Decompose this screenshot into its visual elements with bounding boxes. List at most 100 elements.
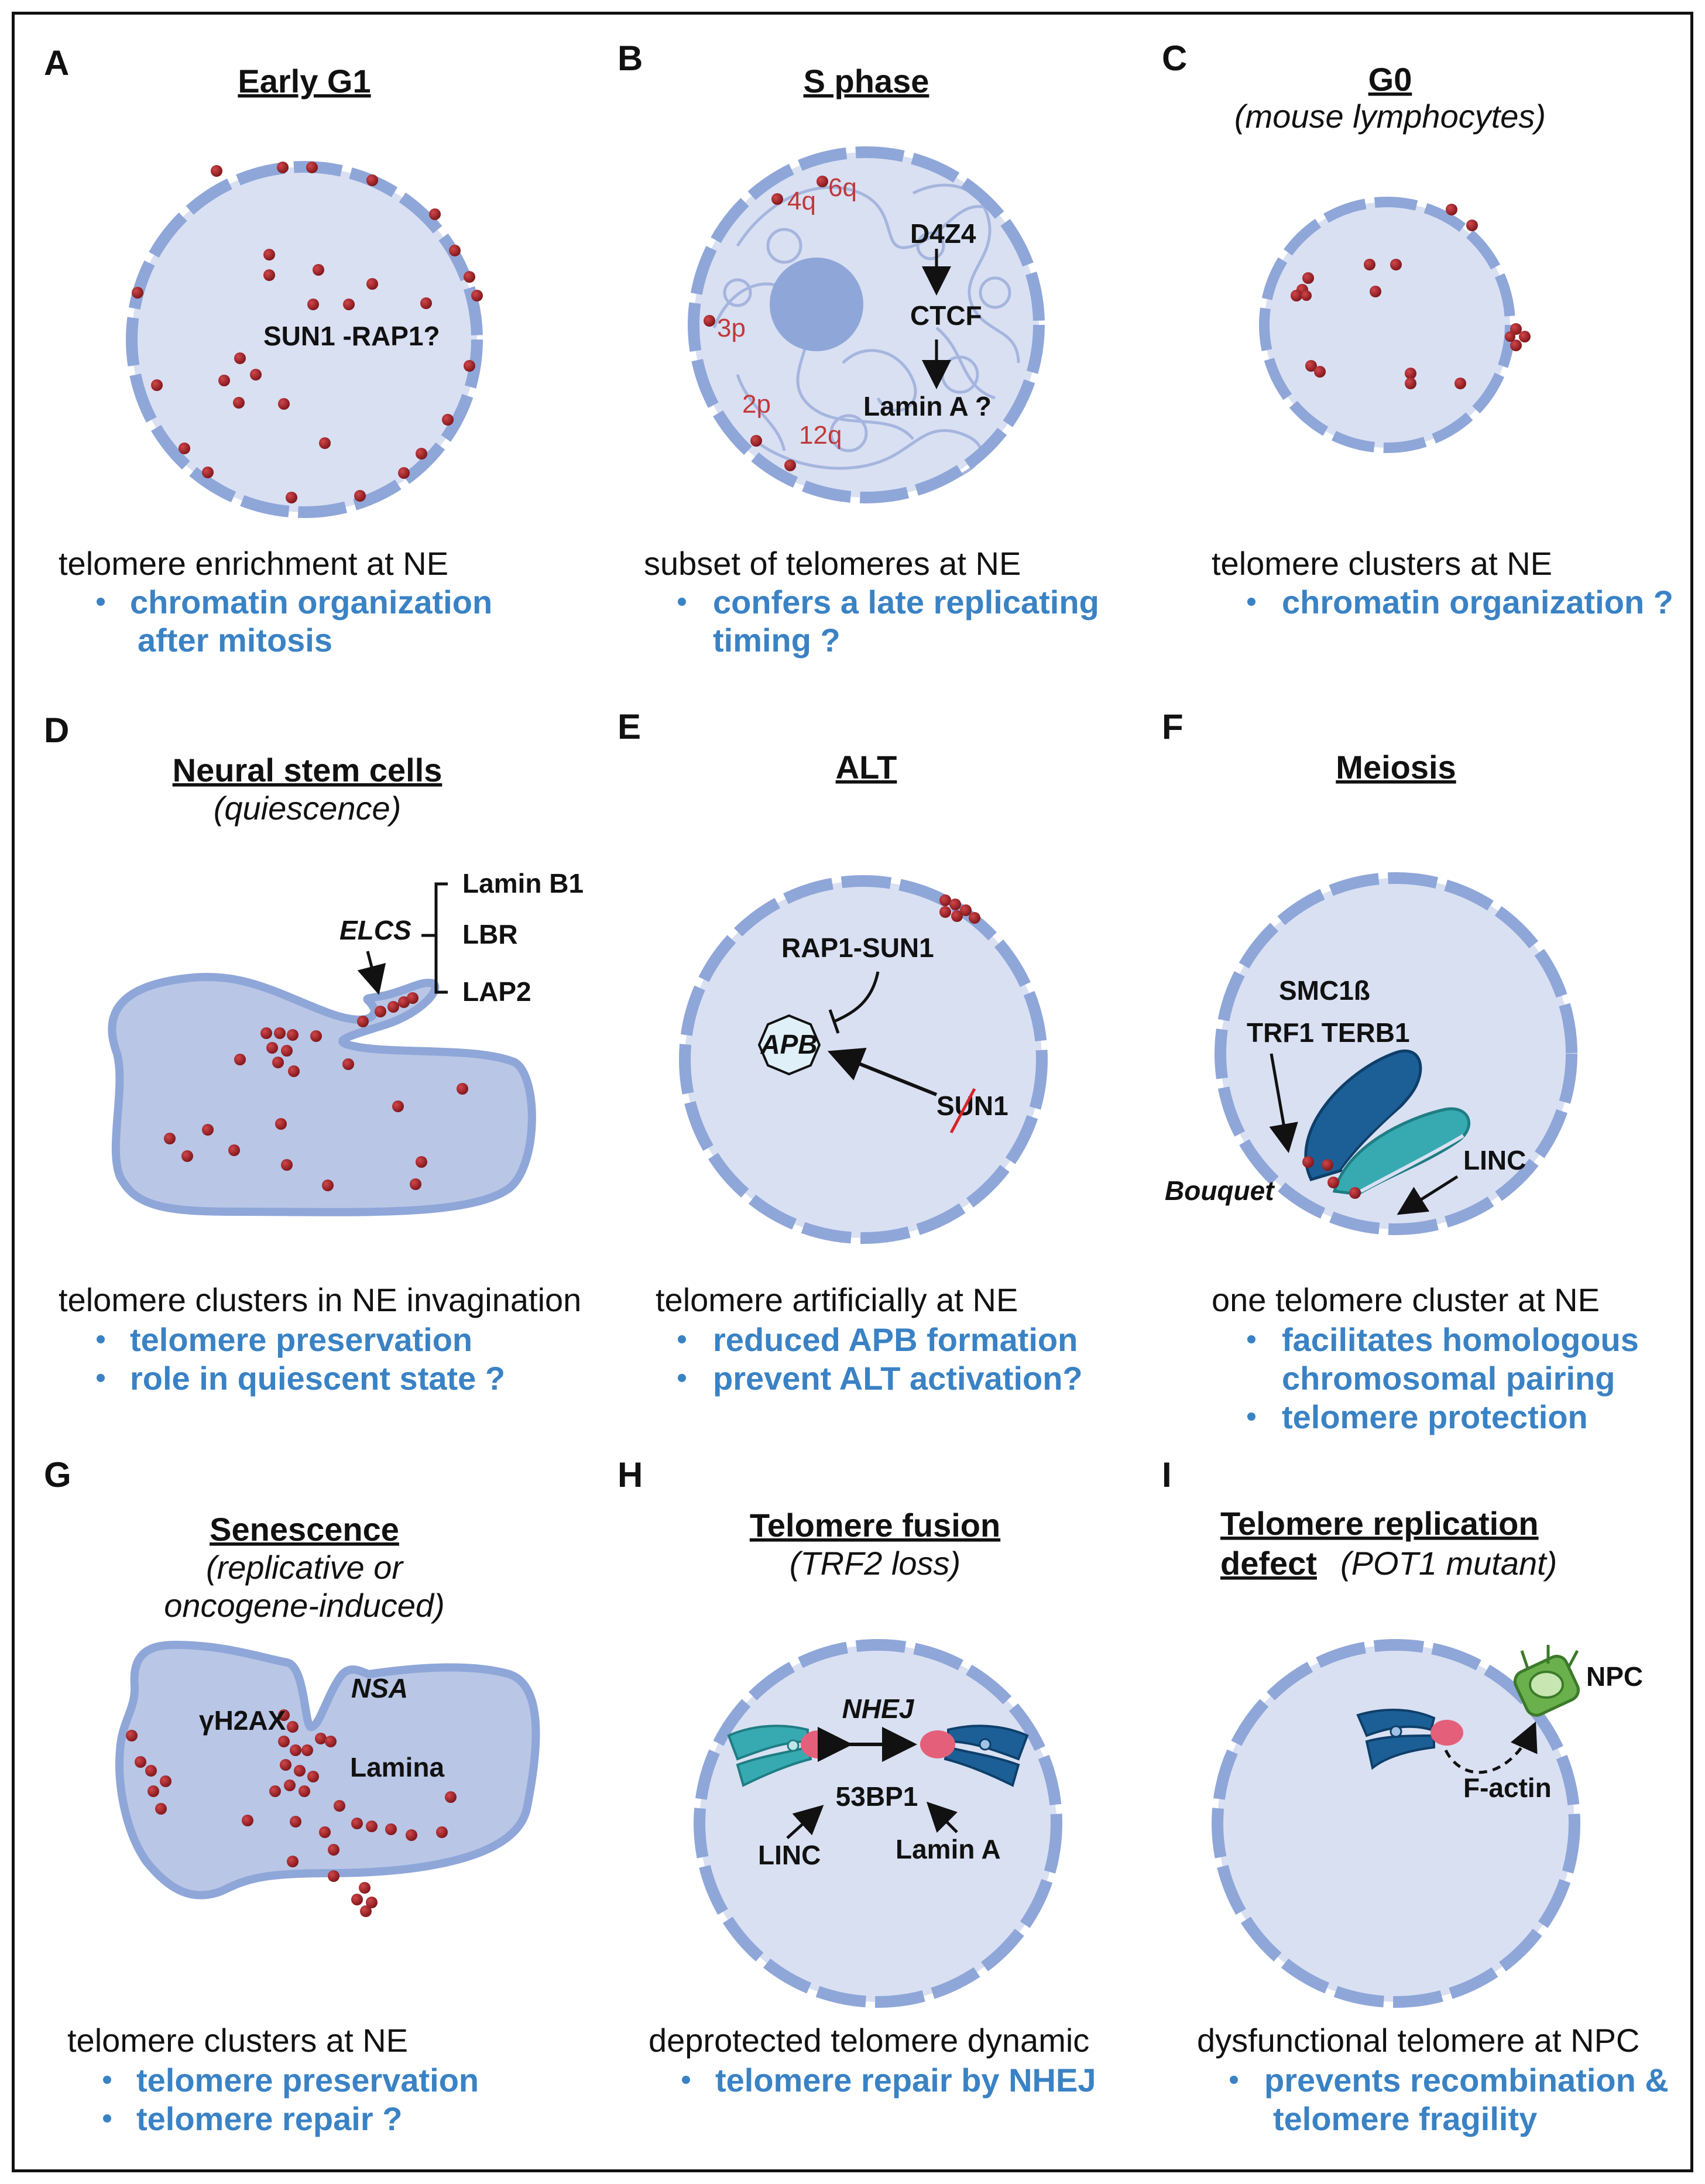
bullet-text: telomere preservation <box>130 1321 472 1358</box>
nuclear-envelope <box>126 161 483 518</box>
panel-title: Senescence <box>210 1511 399 1548</box>
panel-subtitle: (mouse lymphocytes) <box>1234 98 1546 135</box>
caption: subset of telomeres at NE <box>644 545 1021 582</box>
arrow <box>786 1805 824 1839</box>
nuclear-envelope <box>679 875 1048 1244</box>
caption: one telomere cluster at NE <box>1212 1281 1600 1318</box>
bracket <box>421 882 448 994</box>
panel-title: S phase <box>804 63 929 100</box>
nucleus-invaginated <box>108 973 536 1216</box>
telomeres <box>1302 1156 1361 1199</box>
nuclear-envelope <box>1259 197 1515 453</box>
inhibition-line <box>828 971 880 1034</box>
bullet-dot <box>103 2076 111 2084</box>
label-bouquet: Bouquet <box>1165 1175 1275 1206</box>
panel-f: F Meiosis SMC1ß TRF1 TERB1 LINC Bouquet … <box>1162 707 1639 1435</box>
panel-subtitle: (quiescence) <box>214 790 402 827</box>
nuclear-envelope <box>1212 1639 1580 2008</box>
panel-letter: D <box>44 711 69 750</box>
label-lamin-a: Lamin A <box>896 1834 1001 1864</box>
panel-subtitle: (replicative or <box>206 1549 404 1586</box>
bullet-dot <box>678 1374 686 1382</box>
arrow <box>357 951 386 995</box>
telomeres <box>164 992 468 1191</box>
bullet-dot <box>1247 1335 1255 1343</box>
bullet-text: telomere repair ? <box>136 2100 402 2137</box>
bullet-dot <box>97 1374 105 1382</box>
chromosome-4q: 4q <box>787 187 816 215</box>
arrow <box>827 1047 938 1096</box>
label-smc1b: SMC1ß <box>1279 975 1370 1006</box>
panel-title: Meiosis <box>1336 749 1456 786</box>
panel-letter: H <box>617 1455 643 1494</box>
bouquet-chromosomes <box>1304 1049 1471 1196</box>
nucleus-invaginated <box>115 1640 540 1900</box>
bullet-text: telomere repair by NHEJ <box>715 2062 1096 2099</box>
label-lap2: LAP2 <box>462 976 531 1007</box>
bullet-text: chromatin organization ? <box>1282 584 1673 620</box>
panel-title: Telomere replication <box>1220 1505 1539 1542</box>
bullet-dot <box>97 1335 105 1343</box>
bullet-text: telomere protection <box>1282 1398 1588 1435</box>
strike-through <box>949 1088 976 1134</box>
panel-subtitle: (TRF2 loss) <box>790 1545 960 1582</box>
caption: telomere clusters in NE invagination <box>59 1281 581 1318</box>
chromosome-12q: 12q <box>799 421 842 450</box>
bullet-dot <box>682 2076 690 2084</box>
panel-letter: I <box>1162 1455 1172 1494</box>
panel-h: H Telomere fusion (TRF2 loss) NHEJ 53BP1… <box>617 1455 1096 2099</box>
panel-letter: E <box>617 707 641 746</box>
telomeres <box>126 1709 457 1917</box>
panel-subtitle: (POT1 mutant) <box>1340 1545 1557 1582</box>
panel-title: Neural stem cells <box>173 752 442 788</box>
label-linc: LINC <box>1463 1145 1526 1175</box>
chromosome-3p: 3p <box>717 314 746 342</box>
bullet-text: prevents recombination & <box>1264 2062 1669 2099</box>
telomeres <box>939 894 980 924</box>
npc-icon <box>1513 1645 1580 1717</box>
chromosome-2p: 2p <box>742 390 771 419</box>
nuclear-envelope <box>688 146 1045 503</box>
label-rap1-sun1: RAP1-SUN1 <box>781 932 934 963</box>
bullet-text: confers a late replicating <box>713 584 1099 620</box>
bullet-text: facilitates homologous <box>1282 1321 1639 1358</box>
nucleus <box>694 152 1039 498</box>
bullet-text: reduced APB formation <box>713 1321 1078 1358</box>
nucleus <box>1264 202 1510 448</box>
panel-g: G Senescence (replicative or oncogene-in… <box>44 1455 540 2137</box>
panel-c: C G0 (mouse lymphocytes) telomere cluste… <box>1162 39 1673 620</box>
bullet-dot <box>678 1335 686 1343</box>
label-d4z4: D4Z4 <box>910 218 976 249</box>
caption: telomere artificially at NE <box>656 1281 1018 1318</box>
panel-i: I Telomere replication defect (POT1 muta… <box>1162 1455 1669 2137</box>
label-53bp1: 53BP1 <box>836 1781 918 1812</box>
panel-a: A Early G1 SUN1 -RAP1? telomere enrichme… <box>44 43 492 659</box>
label-f-actin: F-actin <box>1463 1772 1552 1803</box>
bullet-dot <box>103 2114 111 2123</box>
label-apb: APB <box>760 1029 817 1060</box>
bullet-text: telomere preservation <box>136 2062 479 2099</box>
caption: telomere clusters at NE <box>1212 545 1552 582</box>
panel-letter: C <box>1162 39 1187 78</box>
bullet-text: chromatin organization <box>130 584 492 620</box>
label-lamin-a: Lamin A ? <box>863 391 992 421</box>
label-ctcf: CTCF <box>910 300 982 331</box>
bullet-dot <box>1247 598 1255 606</box>
bullet-dot <box>1247 1412 1255 1421</box>
chromosome-right <box>920 1724 1029 1787</box>
telomeres <box>132 162 483 503</box>
label-linc: LINC <box>758 1840 821 1870</box>
label-nsa: NSA <box>351 1673 408 1703</box>
panel-d: D Neural stem cells (quiescence) ELCS La… <box>44 711 584 1397</box>
arrow <box>1269 1053 1298 1153</box>
apb-body <box>757 1014 821 1076</box>
panel-letter: B <box>617 39 643 78</box>
label-elcs: ELCS <box>339 915 411 945</box>
panel-title: Telomere fusion <box>750 1507 1000 1544</box>
bullet-dot <box>97 598 105 606</box>
bullet-text: role in quiescent state ? <box>130 1360 505 1397</box>
nuclear-envelope <box>694 1639 1062 2008</box>
nucleolus <box>770 258 863 351</box>
label-lamina: Lamina <box>350 1752 444 1782</box>
